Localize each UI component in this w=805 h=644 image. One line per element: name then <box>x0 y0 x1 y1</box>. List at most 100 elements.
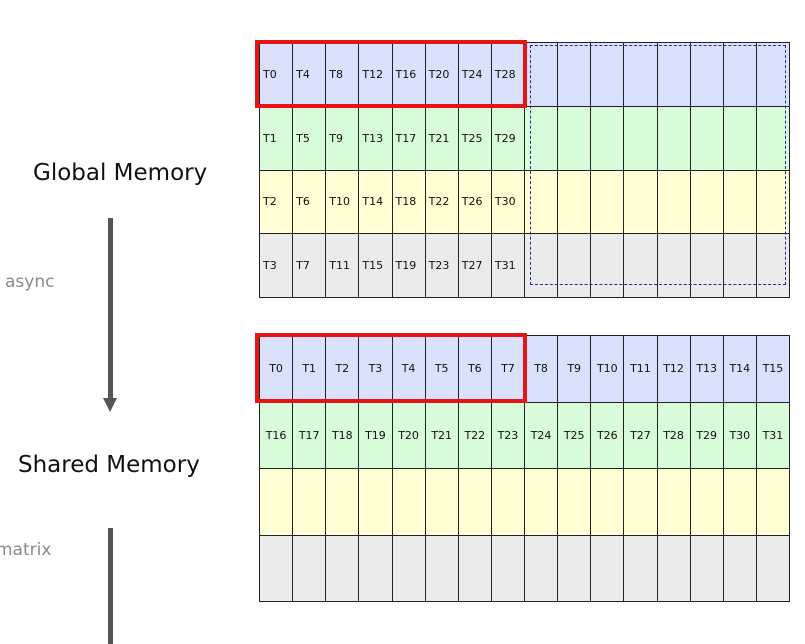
grid-cell: T2 <box>326 336 360 403</box>
grid-cell <box>756 106 790 171</box>
grid-cell <box>624 535 658 602</box>
grid-cell <box>392 469 426 536</box>
grid-cell <box>558 43 592 107</box>
grid-cell: T28 <box>657 402 691 469</box>
grid-cell: T11 <box>326 234 360 298</box>
grid-cell <box>326 469 360 536</box>
grid-cell: T0 <box>260 336 294 403</box>
grid-cell: T15 <box>756 336 790 403</box>
grid-cell: T8 <box>326 43 360 107</box>
grid-cell: T6 <box>458 336 492 403</box>
grid-cell <box>293 535 327 602</box>
grid-cell: T25 <box>458 106 492 171</box>
grid-cell: T13 <box>359 106 393 171</box>
grid-cell <box>359 469 393 536</box>
grid-cell: T27 <box>458 234 492 298</box>
grid-cell: T22 <box>425 170 459 235</box>
grid-cell: T14 <box>359 170 393 235</box>
grid-cell <box>558 535 592 602</box>
grid-cell: T25 <box>558 402 592 469</box>
grid-cell <box>558 234 592 298</box>
grid-cell: T16 <box>260 402 294 469</box>
async-arrow-head <box>103 398 117 412</box>
grid-cell <box>657 234 691 298</box>
grid-cell <box>392 535 426 602</box>
grid-cell <box>624 170 658 235</box>
grid-cell: T3 <box>260 234 294 298</box>
grid-cell <box>558 106 592 171</box>
grid-cell: T19 <box>392 234 426 298</box>
grid-cell: T27 <box>624 402 658 469</box>
grid-cell <box>690 234 724 298</box>
grid-cell: T15 <box>359 234 393 298</box>
grid-cell <box>657 170 691 235</box>
grid-cell <box>591 170 625 235</box>
grid-cell <box>624 469 658 536</box>
grid-cell: T26 <box>591 402 625 469</box>
grid-cell <box>723 170 757 235</box>
grid-cell <box>326 535 360 602</box>
grid-cell: T11 <box>624 336 658 403</box>
grid-cell <box>723 106 757 171</box>
grid-cell: T13 <box>690 336 724 403</box>
grid-cell: T29 <box>491 106 525 171</box>
global-dashed-region <box>530 45 786 285</box>
grid-cell: T19 <box>359 402 393 469</box>
grid-cell: T16 <box>392 43 426 107</box>
grid-cell: T4 <box>392 336 426 403</box>
grid-cell: T1 <box>260 106 294 171</box>
grid-cell <box>591 43 625 107</box>
grid-cell: T18 <box>326 402 360 469</box>
grid-cell <box>690 535 724 602</box>
grid-cell <box>359 535 393 602</box>
grid-cell <box>624 43 658 107</box>
grid-cell <box>690 106 724 171</box>
grid-cell <box>756 469 790 536</box>
grid-cell <box>591 535 625 602</box>
grid-cell: T14 <box>723 336 757 403</box>
matrix-arrow-shaft <box>108 528 113 644</box>
grid-cell: T31 <box>756 402 790 469</box>
grid-cell <box>425 535 459 602</box>
grid-cell <box>657 106 691 171</box>
grid-cell: T10 <box>326 170 360 235</box>
grid-cell: T31 <box>491 234 525 298</box>
grid-cell: T20 <box>392 402 426 469</box>
shared-memory-label: Shared Memory <box>18 452 200 478</box>
grid-cell: T7 <box>293 234 327 298</box>
grid-cell: T8 <box>525 336 559 403</box>
grid-cell <box>690 43 724 107</box>
grid-cell: T3 <box>359 336 393 403</box>
grid-cell: T23 <box>491 402 525 469</box>
global-memory-label: Global Memory <box>33 160 208 186</box>
grid-cell: T21 <box>425 106 459 171</box>
grid-cell <box>756 43 790 107</box>
grid-cell: T5 <box>293 106 327 171</box>
grid-cell <box>260 469 294 536</box>
grid-cell: T7 <box>491 336 525 403</box>
grid-cell <box>558 170 592 235</box>
grid-cell <box>624 234 658 298</box>
grid-cell: T9 <box>326 106 360 171</box>
grid-cell <box>591 106 625 171</box>
async-arrow-shaft <box>108 218 113 400</box>
matrix-label: matrix <box>0 540 52 560</box>
grid-cell: T20 <box>425 43 459 107</box>
grid-cell: T17 <box>392 106 426 171</box>
grid-cell <box>723 535 757 602</box>
grid-cell <box>657 43 691 107</box>
grid-cell: T26 <box>458 170 492 235</box>
grid-cell <box>591 469 625 536</box>
grid-cell <box>756 170 790 235</box>
async-label: async <box>5 272 55 292</box>
grid-cell: T21 <box>425 402 459 469</box>
grid-cell <box>491 469 525 536</box>
grid-cell: T29 <box>690 402 724 469</box>
grid-cell: T17 <box>293 402 327 469</box>
grid-cell: T10 <box>591 336 625 403</box>
grid-cell: T0 <box>260 43 294 107</box>
shared-highlight-box <box>255 333 527 403</box>
grid-cell: T1 <box>293 336 327 403</box>
global-highlight-box <box>255 40 527 108</box>
